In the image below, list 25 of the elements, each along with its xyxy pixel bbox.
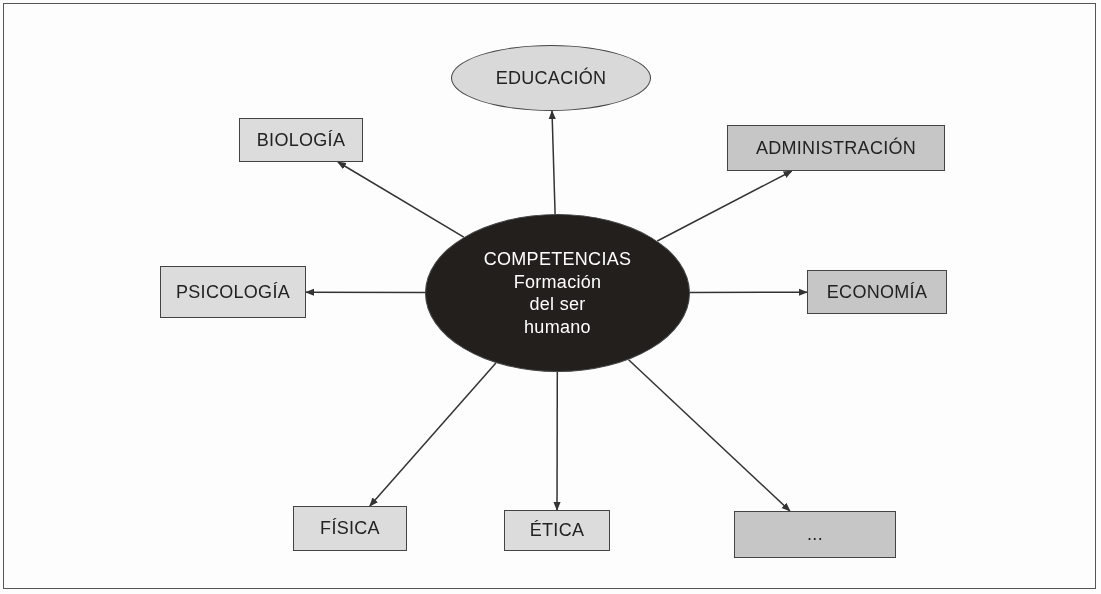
concept-box — [239, 118, 363, 162]
arrow — [305, 288, 426, 296]
concept-box — [727, 125, 945, 171]
arrow — [337, 161, 465, 238]
node-subtitle: Formación del ser humano — [512, 270, 603, 338]
node-title: FÍSICA — [320, 517, 380, 540]
concept-box — [504, 510, 610, 551]
node-title: ADMINISTRACIÓN — [755, 136, 917, 160]
arrow — [553, 371, 561, 511]
node-title: ECONOMÍA — [826, 280, 928, 304]
node-title: COMPETENCIAS — [483, 248, 632, 271]
concept-box — [160, 266, 306, 318]
node-title: ÉTICA — [529, 519, 585, 542]
concept-box — [807, 270, 947, 314]
arrow — [548, 110, 556, 215]
concept-box — [293, 506, 407, 551]
arrow — [689, 288, 808, 296]
node-title: ... — [807, 523, 823, 546]
node-title: BIOLOGÍA — [256, 128, 346, 152]
concept-box — [734, 511, 896, 558]
node-title: PSICOLOGÍA — [175, 280, 290, 304]
node-title: EDUCACIÓN — [495, 66, 607, 90]
arrow — [369, 362, 497, 507]
arrow — [627, 358, 791, 512]
arrow — [656, 170, 793, 242]
